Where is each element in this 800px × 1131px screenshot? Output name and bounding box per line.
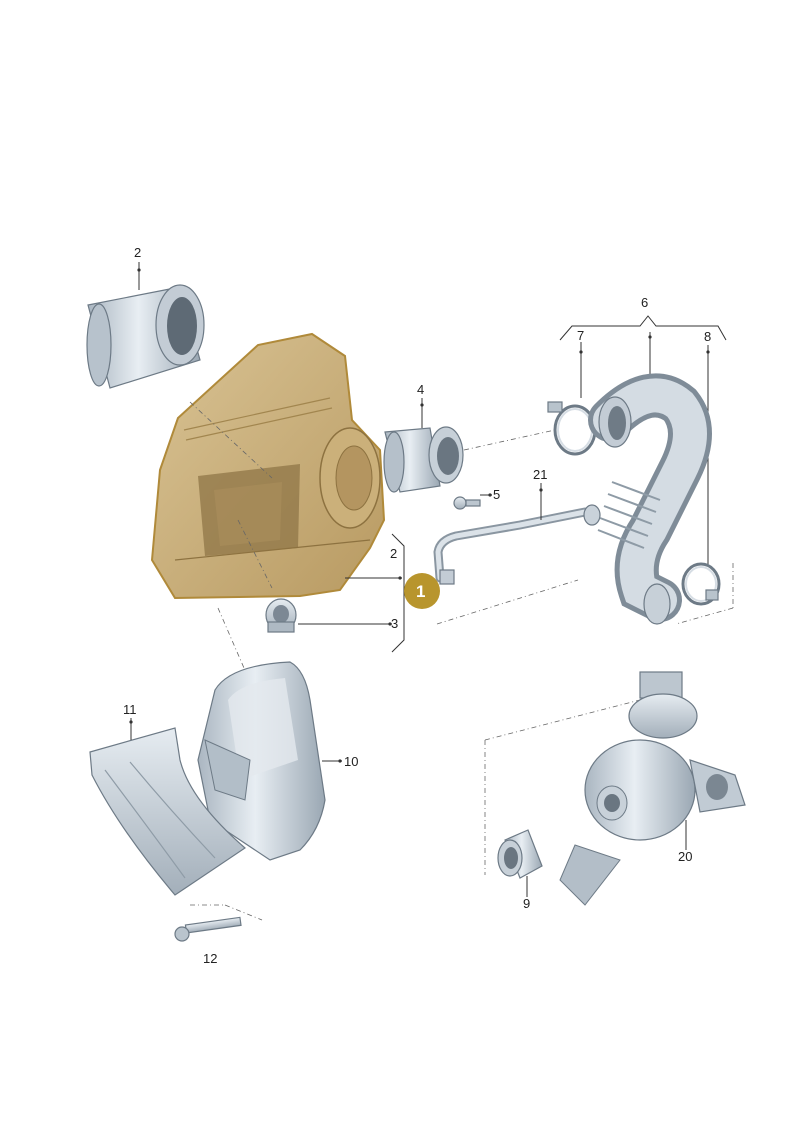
highlight-badge-label: 1 xyxy=(416,582,425,601)
lower-housing-part[interactable] xyxy=(197,661,326,861)
label-part-12: 12 xyxy=(203,951,217,966)
label-part-9: 9 xyxy=(523,896,530,911)
intake-hose-part[interactable] xyxy=(588,373,712,625)
pipe-connector-part[interactable] xyxy=(497,829,543,879)
label-part-2-mid: 2 xyxy=(390,546,397,561)
air-filter-housing-part[interactable] xyxy=(150,332,386,600)
clamp-part-7[interactable] xyxy=(547,401,597,456)
label-part-5: 5 xyxy=(493,487,500,502)
filter-element-part[interactable] xyxy=(86,284,205,389)
highlight-badge[interactable]: 1 xyxy=(404,573,440,609)
air-guide-part[interactable] xyxy=(89,727,246,896)
label-part-3: 3 xyxy=(391,616,398,631)
label-part-8: 8 xyxy=(704,329,711,344)
grommet-part[interactable] xyxy=(265,598,297,633)
label-part-4: 4 xyxy=(417,382,424,397)
screw-part[interactable] xyxy=(453,496,481,510)
label-part-2-top: 2 xyxy=(134,245,141,260)
mass-air-flow-sensor-part[interactable] xyxy=(383,426,464,493)
clamp-part-8[interactable] xyxy=(681,562,721,606)
label-part-6: 6 xyxy=(641,295,648,310)
turbocharger-part[interactable] xyxy=(559,671,746,906)
label-part-7: 7 xyxy=(577,328,584,343)
bolt-part[interactable] xyxy=(174,916,242,942)
label-part-11: 11 xyxy=(123,702,137,717)
label-part-10: 10 xyxy=(344,754,358,769)
breather-pipe-part[interactable] xyxy=(433,504,601,585)
label-part-20: 20 xyxy=(678,849,692,864)
label-part-21: 21 xyxy=(533,467,547,482)
